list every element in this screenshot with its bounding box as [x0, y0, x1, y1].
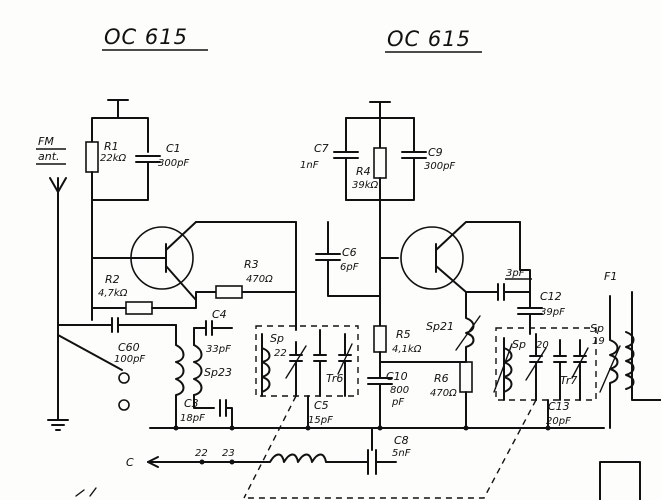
resistor-r6 [459, 361, 473, 393]
c8-label: C8 [394, 434, 409, 447]
c3-value: 18pF [180, 413, 205, 424]
c8-value: 5nF [392, 448, 411, 459]
sp22-tank: Sp 22 Tr6 C5 15pF [255, 221, 359, 429]
tr6-label: Tr6 [326, 372, 343, 385]
r6-label: R6 [434, 372, 449, 385]
r1-c1-network: R1 22kΩ C1 300pF [85, 99, 189, 201]
r3-label: R3 [244, 258, 259, 271]
r4-label: R4 [356, 165, 371, 178]
r3-value: 470Ω [246, 274, 273, 285]
antenna-label-ant: ant. [38, 150, 60, 163]
c10-label: C10 [386, 370, 408, 383]
antenna-label-fm: FM [38, 135, 54, 148]
c12-value: 39pF [540, 307, 565, 318]
sp23-label: Sp23 [204, 366, 232, 379]
sp23-tank: C4 33pF Sp23 C3 18pF [175, 308, 233, 429]
terminal-22-label: 22 [195, 448, 208, 459]
resistor-r4 [373, 147, 387, 179]
c10-value: 800 [390, 385, 409, 396]
sp22-label: Sp [270, 332, 284, 345]
r6-value: 470Ω [430, 388, 457, 399]
fm-antenna: FM ant. [36, 135, 69, 431]
resistor-r3 [215, 285, 243, 299]
r2-r3-network: R2 4,7kΩ R3 470Ω [91, 258, 273, 315]
c5-value: 15pF [308, 415, 333, 426]
output-c-label: C [126, 456, 134, 469]
c13-label: C13 [548, 400, 570, 413]
c5-label: C5 [314, 399, 329, 412]
r5-sp21-network: R5 4,1kΩ Sp21 C10 800 pF R6 470Ω [367, 299, 481, 429]
c10-unit: pF [391, 397, 404, 408]
tuning-link-left [243, 395, 297, 499]
r1-value: 22kΩ [100, 153, 127, 164]
r5-label: R5 [396, 328, 411, 341]
tr7-label: Tr7 [560, 374, 577, 387]
r1-label: R1 [104, 140, 119, 153]
c60-input-network: C60 100pF [57, 317, 177, 411]
sp20-tank: C12 39pF Sp 20 Tr7 C13 20pF [493, 290, 597, 429]
r2-label: R2 [105, 273, 120, 286]
c13-value: 20pF [546, 416, 571, 427]
f1-label: F1 [604, 270, 617, 283]
resistor-r2 [125, 301, 153, 315]
c7-label: C7 [314, 142, 329, 155]
sp21-label: Sp21 [426, 320, 454, 333]
c6-value: 6pF [340, 262, 359, 273]
r2-value: 4,7kΩ [98, 288, 128, 299]
ground-rail [149, 425, 605, 431]
sp22-number: 22 [274, 348, 287, 359]
c7-r4-c9-network: C7 1nF R4 39kΩ C9 300pF [300, 101, 455, 201]
c60-value: 100pF [114, 354, 145, 365]
output-line: C 22 23 C8 5nF [126, 427, 411, 475]
c7-value: 1nF [300, 160, 319, 171]
resistor-r5 [373, 325, 387, 353]
r5-value: 4,1kΩ [392, 344, 422, 355]
c6-label: C6 [342, 246, 357, 259]
c1-value: 300pF [158, 158, 189, 169]
c9-label: C9 [428, 146, 443, 159]
stray-marks [75, 487, 97, 497]
resistor-r1 [85, 141, 99, 173]
sp19-number: 19 [592, 336, 605, 347]
c4-label: C4 [212, 308, 227, 321]
c1-label: C1 [166, 142, 181, 155]
c6-coupling: C6 6pF [315, 221, 381, 297]
sp19-label: Sp [590, 322, 604, 335]
c12-label: C12 [540, 290, 562, 303]
title-left-transistor: OC 615 [104, 25, 188, 49]
f1-filter: F1 Sp 19 [590, 270, 661, 500]
c3-label: C3 [184, 397, 199, 410]
sp20-number: 20 [536, 340, 549, 351]
title-right-transistor: OC 615 [387, 27, 471, 51]
terminal-23-label: 23 [222, 448, 235, 459]
r4-value: 39kΩ [352, 180, 379, 191]
c9-value: 300pF [424, 161, 455, 172]
transistor-oc615-left [91, 199, 297, 321]
c3pf-value: 3pF [506, 268, 525, 279]
c60-label: C60 [118, 341, 140, 354]
sp20-label: Sp [512, 338, 526, 351]
tuning-link-right [244, 399, 537, 499]
transistor-oc615-right: 3pF [379, 199, 532, 301]
c4-value: 33pF [206, 344, 231, 355]
